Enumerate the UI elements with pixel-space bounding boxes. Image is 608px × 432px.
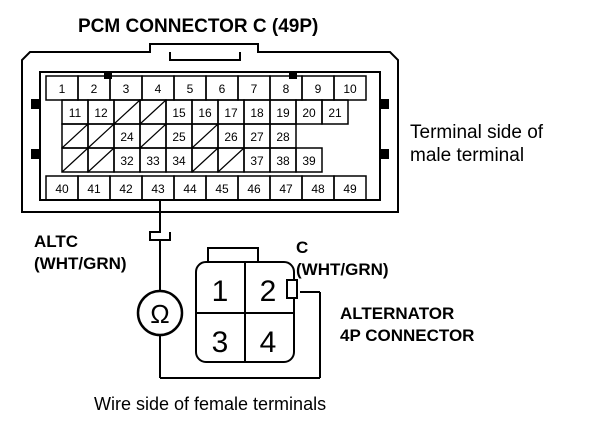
pin-cell bbox=[333, 75, 367, 101]
pin-39: 39 bbox=[302, 154, 316, 168]
pin-21: 21 bbox=[328, 106, 342, 120]
pin-34: 34 bbox=[172, 154, 186, 168]
pin-18: 18 bbox=[250, 106, 264, 120]
ohm-symbol: Ω bbox=[150, 299, 169, 329]
pin-9: 9 bbox=[315, 82, 322, 96]
altc-label: ALTC bbox=[34, 232, 79, 251]
pin-3: 3 bbox=[123, 82, 130, 96]
pin-26: 26 bbox=[224, 130, 238, 144]
terminal-side-label-2: male terminal bbox=[410, 145, 525, 166]
pin-17: 17 bbox=[224, 106, 238, 120]
blank-pin-slash bbox=[61, 147, 89, 173]
alt-pin-3: 3 bbox=[212, 326, 229, 359]
alternator-connector bbox=[195, 247, 298, 363]
blank-pin-slash bbox=[87, 123, 115, 149]
pin-12: 12 bbox=[94, 106, 108, 120]
pin-cell bbox=[295, 147, 323, 173]
pin-48: 48 bbox=[311, 182, 325, 196]
pin-1: 1 bbox=[59, 82, 66, 96]
blank-pin-slash bbox=[191, 147, 219, 173]
pin-6: 6 bbox=[219, 82, 226, 96]
pin-45: 45 bbox=[215, 182, 229, 196]
alternator-pins: 1 2 3 4 bbox=[212, 275, 277, 359]
pin-19: 19 bbox=[276, 106, 290, 120]
test-wiring bbox=[149, 200, 321, 379]
alternator-label: ALTERNATOR bbox=[340, 304, 455, 323]
pin-5: 5 bbox=[187, 82, 194, 96]
alternator-4p-label: 4P CONNECTOR bbox=[340, 326, 475, 345]
alt-pin-2: 2 bbox=[260, 275, 277, 308]
alt-pin-1: 1 bbox=[212, 275, 229, 308]
pin-2: 2 bbox=[91, 82, 98, 96]
pin-28: 28 bbox=[276, 130, 290, 144]
pin-32: 32 bbox=[120, 154, 134, 168]
pin-46: 46 bbox=[247, 182, 261, 196]
pin-47: 47 bbox=[279, 182, 293, 196]
blank-pin-slash bbox=[139, 123, 167, 149]
pin-27: 27 bbox=[250, 130, 264, 144]
terminal-side-label: Terminal side of bbox=[410, 122, 544, 143]
pin-4: 4 bbox=[155, 82, 162, 96]
pin-20: 20 bbox=[302, 106, 316, 120]
pin-16: 16 bbox=[198, 106, 212, 120]
pin-10: 10 bbox=[343, 82, 357, 96]
pin-43: 43 bbox=[151, 182, 165, 196]
pin-cell bbox=[321, 99, 349, 125]
pin-7: 7 bbox=[251, 82, 258, 96]
pcm-connector-title: PCM CONNECTOR C (49P) bbox=[78, 16, 319, 37]
c-color-label: (WHT/GRN) bbox=[296, 260, 389, 279]
pin-cell bbox=[333, 175, 367, 201]
pin-11: 11 bbox=[69, 106, 82, 120]
blank-pin-slash bbox=[139, 99, 167, 125]
wire-side-label: Wire side of female terminals bbox=[94, 394, 327, 414]
pin-24: 24 bbox=[120, 130, 134, 144]
alt-pin-4: 4 bbox=[260, 326, 277, 359]
pin-44: 44 bbox=[183, 182, 197, 196]
blank-pin-slash bbox=[61, 123, 89, 149]
c-label: C bbox=[296, 238, 309, 257]
ohmmeter: Ω bbox=[136, 289, 184, 337]
blank-pin-slash bbox=[87, 147, 115, 173]
blank-pin-slash bbox=[113, 99, 141, 125]
pin-40: 40 bbox=[55, 182, 69, 196]
blank-pin-slash bbox=[191, 123, 219, 149]
pin-33: 33 bbox=[146, 154, 160, 168]
pin-37: 37 bbox=[250, 154, 264, 168]
pin-15: 15 bbox=[172, 106, 186, 120]
pin-49: 49 bbox=[343, 182, 357, 196]
pin-42: 42 bbox=[119, 182, 133, 196]
pcm-connector-shell bbox=[21, 43, 399, 213]
pin-38: 38 bbox=[276, 154, 290, 168]
blank-pin-slash bbox=[217, 147, 245, 173]
altc-color-label: (WHT/GRN) bbox=[34, 254, 127, 273]
pin-25: 25 bbox=[172, 130, 186, 144]
pin-8: 8 bbox=[283, 82, 290, 96]
pin-41: 41 bbox=[87, 182, 101, 196]
